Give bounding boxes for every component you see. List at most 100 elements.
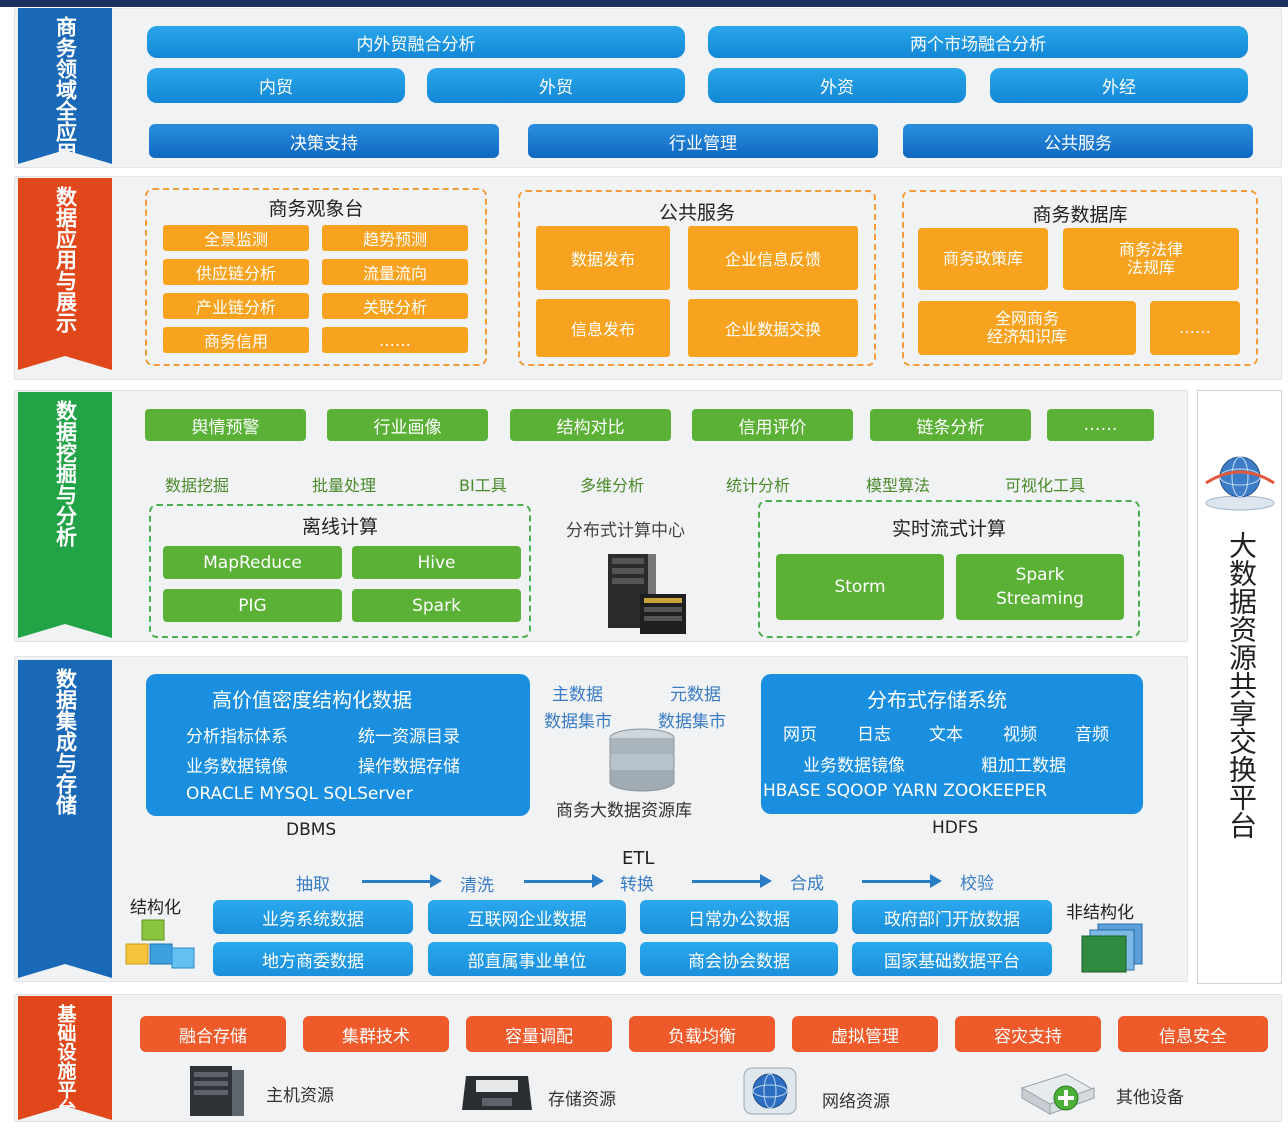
etl-arrow-3 (692, 874, 772, 888)
source-office: 日常办公数据 (640, 900, 838, 934)
realtime-storm: Storm (776, 554, 944, 620)
observatory-group (145, 188, 487, 366)
observatory-item-industry-chain: 产业链分析 (163, 293, 309, 319)
observatory-title: 商务观象台 (268, 198, 364, 220)
offline-title: 离线计算 (301, 516, 378, 538)
tool-olap: 多维分析 (580, 476, 645, 495)
etl-arrow-4 (862, 874, 942, 888)
public-service-group (518, 190, 876, 366)
infra-fusion-storage: 融合存储 (140, 1016, 286, 1052)
structured-item-mirror: 业务数据镜像 (186, 757, 288, 777)
observatory-item-trend: 趋势预测 (322, 225, 468, 251)
infra-disaster: 容灾支持 (955, 1016, 1101, 1052)
structured-item-index: 分析指标体系 (186, 727, 288, 747)
tool-bi: BI工具 (459, 476, 507, 495)
dbms-caption: DBMS (286, 820, 337, 840)
source-government-open: 政府部门开放数据 (852, 900, 1052, 934)
foreign-trade: 外贸 (427, 68, 685, 103)
offline-pig: PIG (163, 589, 342, 622)
mining-layer-label: 数据挖掘与分析 (18, 392, 112, 638)
distributed-title: 分布式存储系统 (867, 688, 1007, 712)
source-local-commerce: 地方商委数据 (213, 942, 413, 976)
observatory-item-flow: 流量流向 (322, 259, 468, 285)
distributed-item-video: 视频 (1003, 725, 1037, 745)
foreign-economy: 外经 (990, 68, 1248, 103)
public-service-item-data-release: 数据发布 (536, 226, 670, 290)
distributed-item-log: 日志 (857, 725, 891, 745)
other-device-label: 其他设备 (1116, 1088, 1184, 1108)
etl-step-extract: 抽取 (296, 875, 330, 895)
application-layer-label: 数据应用与展示 (18, 178, 112, 370)
public-service-item-data-exchange: 企业数据交换 (688, 299, 858, 357)
structured-item-ods: 操作数据存储 (358, 757, 460, 777)
offline-mapreduce: MapReduce (163, 546, 342, 579)
source-associations: 商会协会数据 (640, 942, 838, 976)
master-data-label: 主数据 (552, 685, 603, 705)
etl-title: ETL (622, 848, 655, 869)
observatory-item-more: …… (322, 327, 468, 353)
documents-icon (1081, 923, 1143, 973)
host-server-icon (190, 1066, 244, 1116)
foreign-investment: 外资 (708, 68, 966, 103)
database-group (902, 190, 1258, 366)
globe-network-icon (1205, 456, 1275, 511)
host-resource-label: 主机资源 (266, 1086, 334, 1106)
decision-support: 决策支持 (149, 124, 499, 158)
cubes-icon (125, 919, 195, 969)
database-item-knowledge: 全网商务 经济知识库 (918, 301, 1136, 355)
storage-disk-icon (462, 1076, 532, 1110)
sharing-platform-panel: 大数据资源共享交换平台 (1197, 390, 1282, 984)
tool-stats: 统计分析 (726, 476, 791, 495)
mining-item-more: …… (1047, 409, 1154, 441)
etl-step-verify: 校验 (960, 874, 994, 894)
industry-management: 行业管理 (528, 124, 878, 158)
mining-item-chain: 链条分析 (870, 409, 1031, 441)
database-item-policy: 商务政策库 (918, 228, 1048, 290)
compute-center-label: 分布式计算中心 (566, 521, 685, 541)
public-service: 公共服务 (903, 124, 1253, 158)
distributed-item-text: 文本 (929, 725, 963, 745)
offline-group (149, 504, 531, 638)
source-business-system: 业务系统数据 (213, 900, 413, 934)
realtime-spark-streaming: Spark Streaming (956, 554, 1124, 620)
database-title: 商务数据库 (1032, 204, 1128, 226)
infra-virtual: 虚拟管理 (792, 1016, 938, 1052)
infra-security: 信息安全 (1118, 1016, 1268, 1052)
distributed-tools-list: HBASE SQOOP YARN ZOOKEEPER (763, 781, 1048, 801)
infra-load-balance: 负载均衡 (629, 1016, 775, 1052)
unstructured-label: 非结构化 (1066, 903, 1134, 923)
infra-layer-label: 基础设施平台 (18, 996, 112, 1120)
offline-spark: Spark (352, 589, 521, 622)
public-service-title: 公共服务 (658, 202, 735, 224)
data-mart-label-left: 数据集市 (544, 712, 612, 732)
mining-item-profile: 行业画像 (327, 409, 488, 441)
database-item-more: …… (1150, 301, 1240, 355)
infra-cluster: 集群技术 (303, 1016, 449, 1052)
observatory-item-supply-chain: 供应链分析 (163, 259, 309, 285)
network-globe-icon (743, 1067, 797, 1115)
public-service-item-info-release: 信息发布 (536, 299, 670, 357)
structured-dbms-list: ORACLE MYSQL SQLServer (186, 784, 413, 804)
distributed-item-web: 网页 (783, 725, 817, 745)
tool-model: 模型算法 (866, 476, 931, 495)
structured-item-catalog: 统一资源目录 (358, 727, 460, 747)
metadata-label: 元数据 (670, 685, 721, 705)
observatory-item-correlation: 关联分析 (322, 293, 468, 319)
tool-data-mining: 数据挖掘 (165, 476, 230, 495)
domestic-trade: 内贸 (147, 68, 405, 103)
structured-label: 结构化 (130, 898, 181, 918)
network-resource-label: 网络资源 (822, 1092, 890, 1112)
public-service-item-feedback: 企业信息反馈 (688, 226, 858, 290)
etl-step-clean: 清洗 (460, 876, 494, 896)
sharing-platform-title: 大数据资源共享交换平台 (1225, 531, 1258, 839)
structured-title: 高价值密度结构化数据 (212, 688, 412, 712)
distributed-item-rough: 粗加工数据 (981, 756, 1066, 776)
mining-item-structure: 结构对比 (510, 409, 671, 441)
etl-arrow-1 (362, 874, 442, 888)
business-layer-label: 商务领域全应用 (18, 8, 112, 164)
tool-visual: 可视化工具 (1005, 476, 1086, 495)
observatory-item-panorama: 全景监测 (163, 225, 309, 251)
storage-resource-label: 存储资源 (548, 1090, 616, 1110)
database-item-law: 商务法律 法规库 (1063, 228, 1239, 290)
source-internet-enterprise: 互联网企业数据 (428, 900, 626, 934)
